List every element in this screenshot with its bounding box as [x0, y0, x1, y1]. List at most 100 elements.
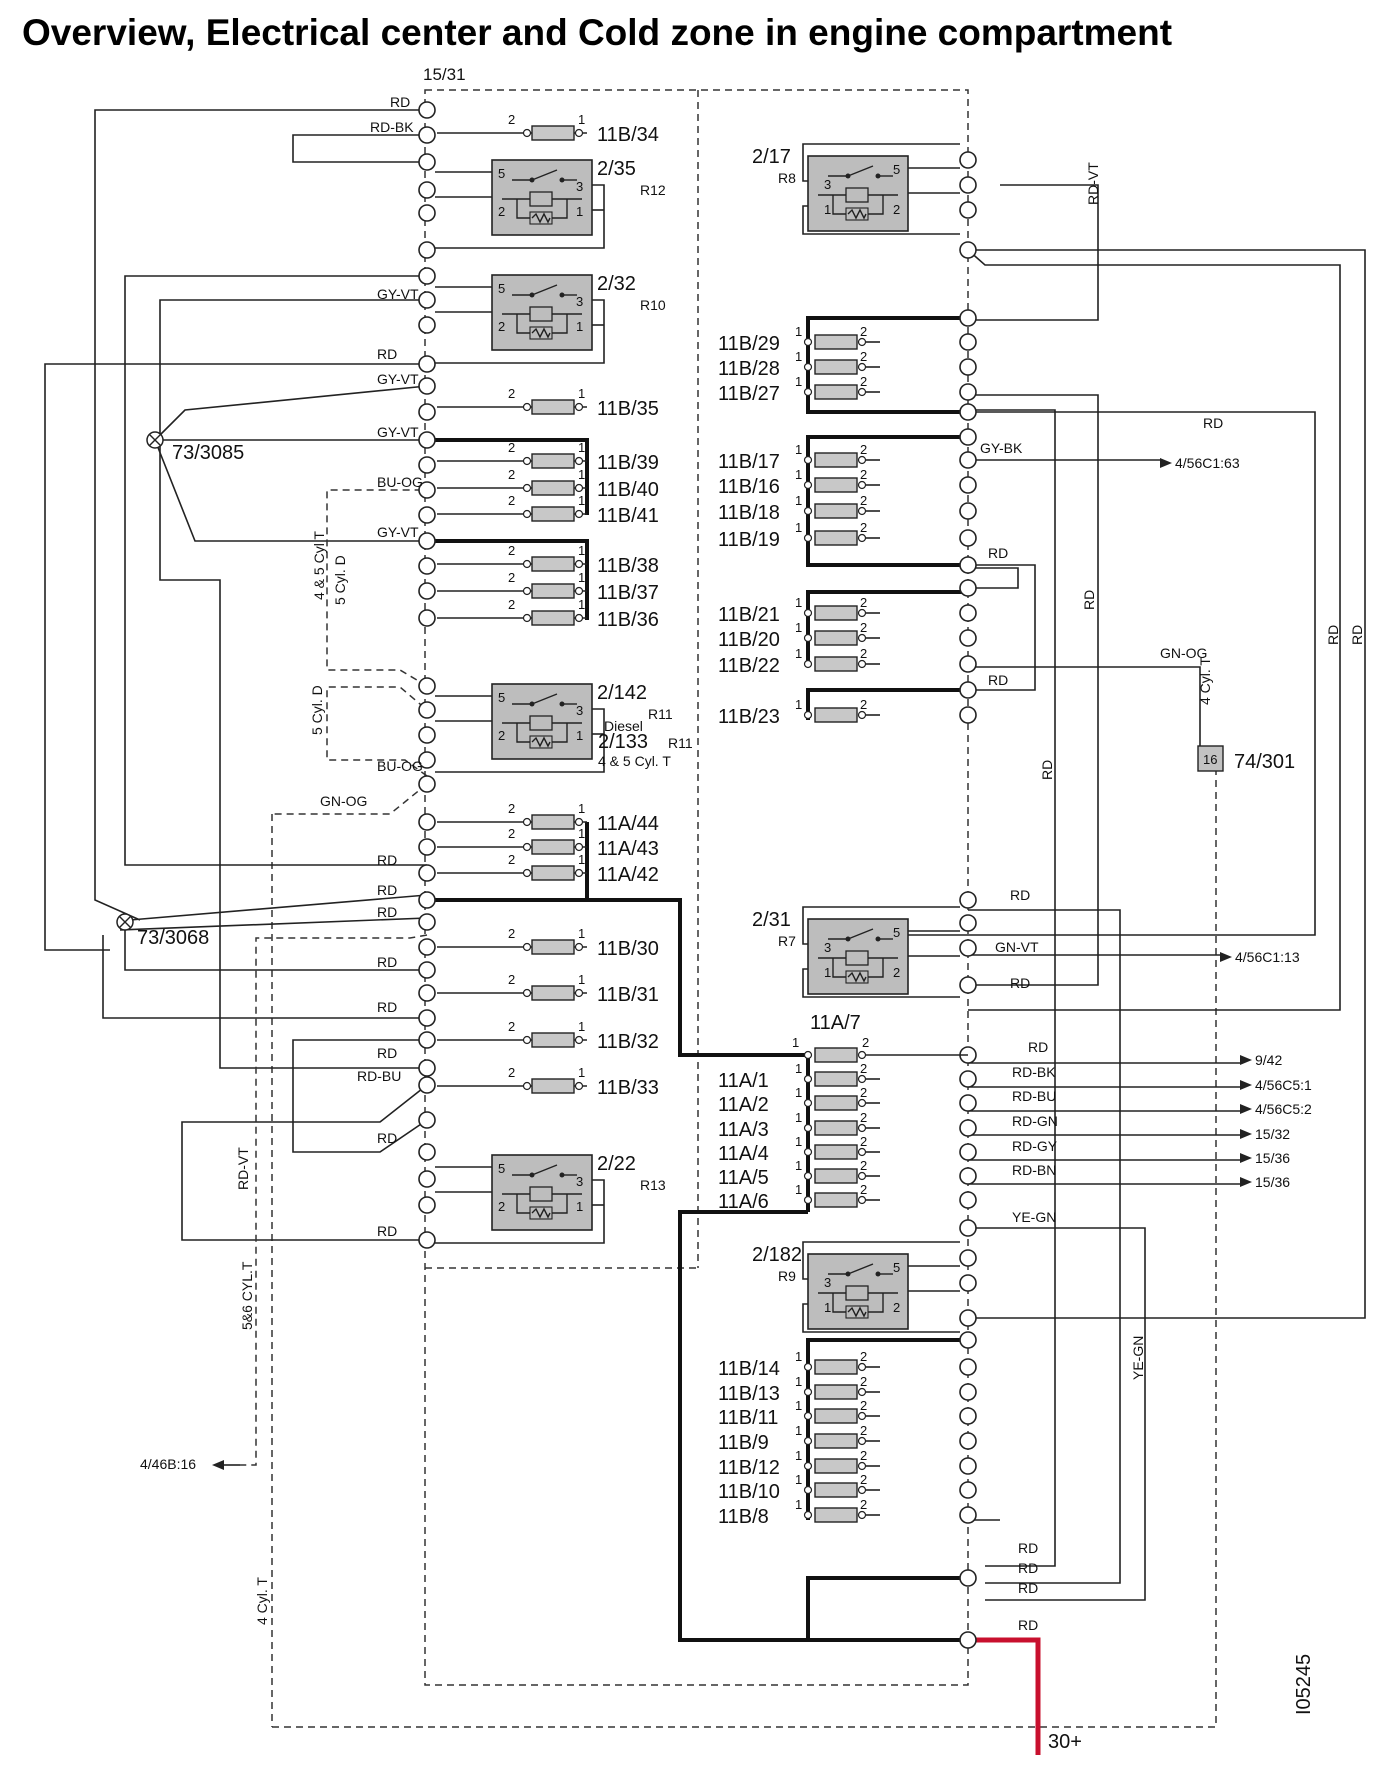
connector-pin: [959, 529, 977, 547]
output-label: 15/36: [1255, 1150, 1290, 1166]
relay-pin-number: 3: [576, 1174, 583, 1189]
connector-pin: [418, 1111, 436, 1129]
connector-pin: [959, 1506, 977, 1524]
left-output-arrow: [212, 1460, 240, 1470]
relay-label: 2/35: [597, 158, 636, 180]
output-label: 4/56C1:63: [1175, 455, 1240, 471]
wire-color-label: RD-VT: [1085, 162, 1101, 205]
fuse-pin-number: 2: [508, 972, 515, 987]
connector-pin: [959, 1143, 977, 1161]
relay-pin-number: 1: [576, 1199, 583, 1214]
relay-ref: R12: [640, 182, 666, 198]
fuse-label: 11B/17: [718, 451, 780, 473]
connector-pin: [959, 502, 977, 520]
connector-pin: [418, 291, 436, 309]
wire-color-label: RD: [377, 1045, 397, 1061]
wires: [44, 109, 1366, 1601]
connector-pin: [418, 557, 436, 575]
wire-color-label: RD: [377, 1223, 397, 1239]
fuse-pin-number: 2: [508, 386, 515, 401]
wire-color-label: RD: [1018, 1540, 1038, 1556]
wire-color-label: RD: [377, 904, 397, 920]
fuse-pin-number: 2: [508, 801, 515, 816]
wire-color-label: RD: [390, 94, 410, 110]
fuse-label: 11B/33: [597, 1077, 659, 1099]
connector-pin: [418, 582, 436, 600]
page-title: Overview, Electrical center and Cold zon…: [22, 12, 1173, 53]
wire-color-label: 5&6 CYL.T: [239, 1261, 255, 1330]
fuse-pin-number: 1: [578, 926, 585, 941]
fuse-pin-number: 2: [860, 1398, 867, 1413]
fuse-label: 11A/1: [718, 1070, 769, 1092]
output-terminal: 9/42: [1240, 1052, 1282, 1068]
wire-color-label: RD-BK: [1012, 1064, 1056, 1080]
fuse-label: 11B/32: [597, 1031, 659, 1053]
connector-pin: [959, 309, 977, 327]
connector-pin: [959, 201, 977, 219]
fuse-pin-number: 1: [795, 697, 802, 712]
connector-pin: [959, 1631, 977, 1649]
relay-pin-number: 2: [893, 1300, 900, 1315]
fuse-label: 11A/7: [810, 1012, 861, 1034]
wire-color-label: GY-VT: [377, 424, 419, 440]
fuse-pin-number: 1: [795, 1374, 802, 1389]
output-label: 15/32: [1255, 1126, 1290, 1142]
fuse-label: 11B/39: [597, 452, 659, 474]
left-output-label: 4/46B:16: [140, 1456, 196, 1472]
wire-color-label: GY-VT: [377, 371, 419, 387]
connector-pin: [959, 1119, 977, 1137]
relay-pin-number: 5: [498, 166, 505, 181]
fuse-label: 11B/31: [597, 984, 659, 1006]
fuse-pin-number: 2: [508, 570, 515, 585]
connector-pin: [418, 456, 436, 474]
wire-color-label: RD-VT: [235, 1147, 251, 1190]
fuse-pin-number: 1: [795, 1448, 802, 1463]
wire-color-label: RD: [377, 882, 397, 898]
connector-pin: [959, 151, 977, 169]
wire-color-label: RD: [1203, 415, 1223, 431]
connector-pin: [418, 267, 436, 285]
connector-pin: [959, 1219, 977, 1237]
fuse-pin-number: 2: [860, 646, 867, 661]
fuse-pin-number: 2: [508, 440, 515, 455]
fuse-label: 11B/12: [718, 1457, 780, 1479]
relay-pin-number: 1: [576, 204, 583, 219]
fuse-pin-number: 1: [795, 595, 802, 610]
connector-pin: [959, 476, 977, 494]
connector-pin: [418, 701, 436, 719]
fuse-pin-number: 1: [578, 826, 585, 841]
component-74-301: 16 74/301: [1197, 745, 1295, 773]
connector-pin: [959, 451, 977, 469]
relay-pin-number: 3: [576, 703, 583, 718]
connector-pin: [959, 403, 977, 421]
connector-pin: [418, 891, 436, 909]
fuse-pin-number: 2: [860, 374, 867, 389]
fuse-pin-number: 2: [862, 1035, 869, 1050]
relay-pin-number: 2: [498, 728, 505, 743]
relay-pin-number: 2: [498, 1199, 505, 1214]
wire-color-label: RD-GN: [1012, 1113, 1058, 1129]
fuse-pin-number: 1: [795, 1472, 802, 1487]
fuse-label: 11B/36: [597, 609, 659, 631]
fuse-pin-number: 2: [860, 1182, 867, 1197]
wire-color-label: 4 Cyl. T: [1197, 657, 1213, 705]
wire-color-label: RD: [377, 954, 397, 970]
component-pin: 16: [1203, 752, 1217, 767]
connector-pin: [418, 1009, 436, 1027]
connector-pin: [959, 428, 977, 446]
output-terminal: 4/56C5:1: [1240, 1077, 1312, 1093]
connector-pin: [959, 333, 977, 351]
